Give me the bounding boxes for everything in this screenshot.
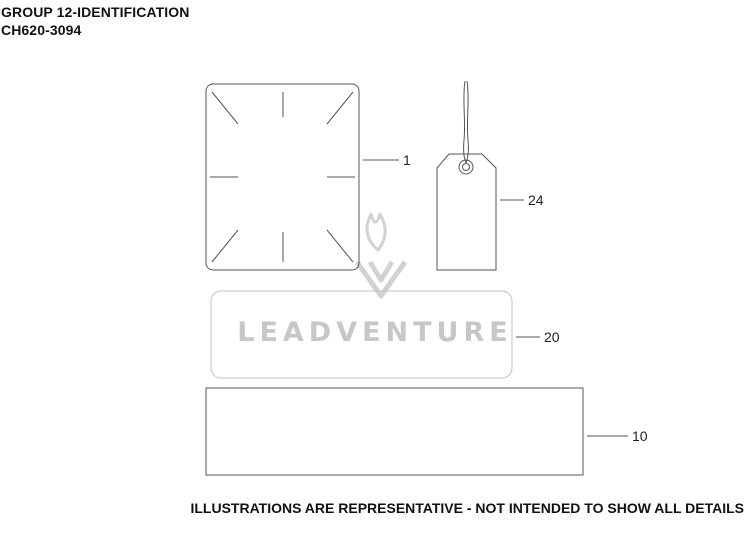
callout-20: 20 [544,329,560,345]
disclaimer-text: ILLUSTRATIONS ARE REPRESENTATIVE - NOT I… [190,500,744,516]
callout-24: 24 [528,192,544,208]
watermark-text: LEADVENTURE [237,317,512,348]
group-title: GROUP 12-IDENTIFICATION [1,4,190,20]
part-20-decal[interactable] [210,290,540,379]
callout-10: 10 [632,428,648,444]
model-code: CH620-3094 [1,22,82,38]
part-24-tag[interactable] [436,80,524,271]
part-1-plate[interactable] [205,83,399,271]
watermark-logo-icon [354,212,408,299]
part-10-label[interactable] [205,387,628,476]
callout-1: 1 [403,152,411,168]
